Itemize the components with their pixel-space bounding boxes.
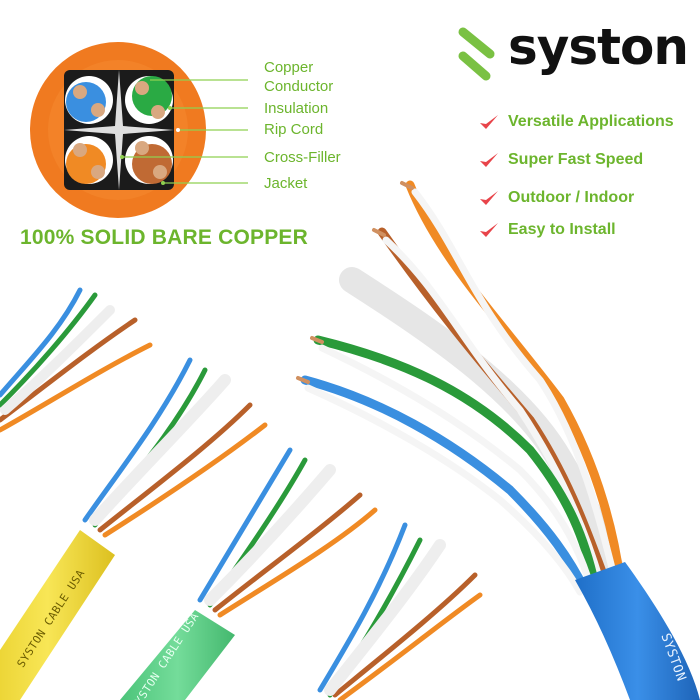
green-jacket [120,610,235,700]
callout-conductor: Conductor [264,78,334,95]
callout-jacket: Jacket [264,175,308,192]
callout-copper: Copper [264,59,314,76]
callout-cross-filler: Cross-Filler [264,149,341,166]
feature-label: Versatile Applications [508,113,674,130]
feature-item: Super Fast Speed [478,150,643,170]
feature-label: Super Fast Speed [508,151,644,168]
feature-item: Easy to Install [478,220,616,240]
brand-name: syston [508,18,689,76]
cable-cross-section-diagram [30,42,206,218]
cable-small-3 [197,447,378,618]
headline: 100% SOLID BARE COPPER [20,226,308,249]
callout-insulation: Insulation [264,100,329,117]
cable-small-1 [0,287,153,433]
feature-label: Outdoor / Indoor [508,189,635,206]
cable-small-2 [82,357,268,538]
brand-mark-icon [458,27,495,81]
brand-logo: syston [456,18,696,84]
feature-item: Outdoor / Indoor [478,188,634,208]
check-icon [480,191,498,205]
check-icon [480,223,498,237]
cross-filler [64,70,174,190]
check-icon [480,153,498,167]
check-icon [480,115,498,129]
blue-jacket [575,562,700,700]
feature-item: Versatile Applications [478,112,674,132]
cable-small-4 [317,522,483,700]
yellow-jacket [0,530,115,700]
cable-main [296,180,628,596]
feature-label: Easy to Install [508,221,616,238]
callout-rip-cord: Rip Cord [264,121,324,138]
